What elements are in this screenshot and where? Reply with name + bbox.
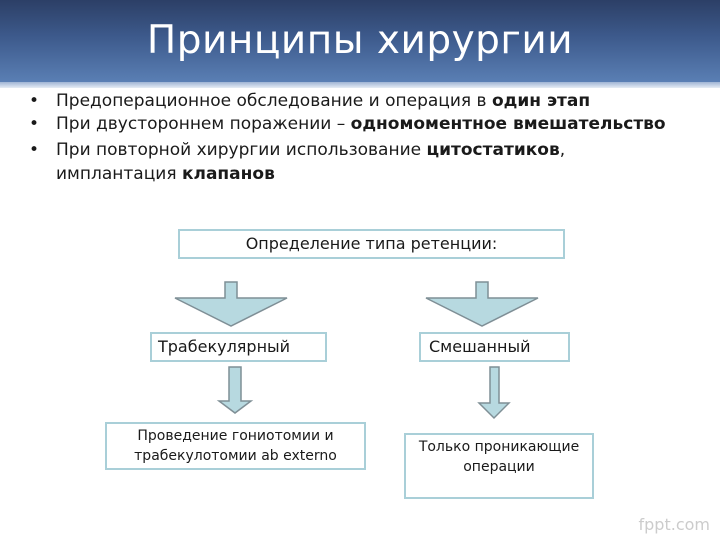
- penetrating-ops-box: Только проникающие операции: [404, 433, 594, 499]
- trabecular-box: Трабекулярный: [150, 332, 327, 362]
- bullet-text: При повторной хирургии использование: [56, 140, 427, 160]
- goniotomy-box: Проведение гониотомии и трабекулотомии a…: [105, 422, 366, 470]
- bullet-bold-text: цитостатиков: [426, 140, 560, 160]
- bullet-dot-icon: •: [29, 114, 40, 134]
- title-bar: [0, 0, 720, 82]
- mixed-box: Смешанный: [419, 332, 570, 362]
- bullet-dot-icon: •: [29, 91, 40, 111]
- watermark: fppt.com: [638, 515, 710, 534]
- bullet-dot-icon: •: [29, 140, 40, 160]
- down-arrow-icon: [174, 281, 288, 327]
- bullet-text: При двустороннем поражении –: [56, 114, 351, 134]
- bullet-text-line2: имплантация: [56, 164, 182, 184]
- bullet-text: Предоперационное обследование и операция…: [56, 91, 492, 111]
- bullet-punct: ,: [559, 140, 566, 160]
- bullet-bold-text: одномоментное вмешательство: [350, 114, 666, 134]
- down-arrow-icon: [477, 366, 511, 420]
- bullet-item: • При двустороннем поражении – одномомен…: [26, 115, 686, 134]
- down-arrow-icon: [216, 366, 254, 414]
- down-arrow-icon: [425, 281, 539, 327]
- title-bar-strip: [0, 82, 720, 88]
- retention-type-box: Определение типа ретенции:: [178, 229, 565, 259]
- slide-title: Принципы хирургии: [146, 18, 574, 63]
- bullet-bold-text: один этап: [491, 91, 591, 111]
- bullet-item: • Предоперационное обследование и операц…: [26, 92, 686, 111]
- bullet-list: • Предоперационное обследование и операц…: [26, 92, 686, 190]
- bullet-bold-text-line2: клапанов: [181, 164, 275, 184]
- bullet-item: • При повторной хирургии использование ц…: [26, 138, 686, 186]
